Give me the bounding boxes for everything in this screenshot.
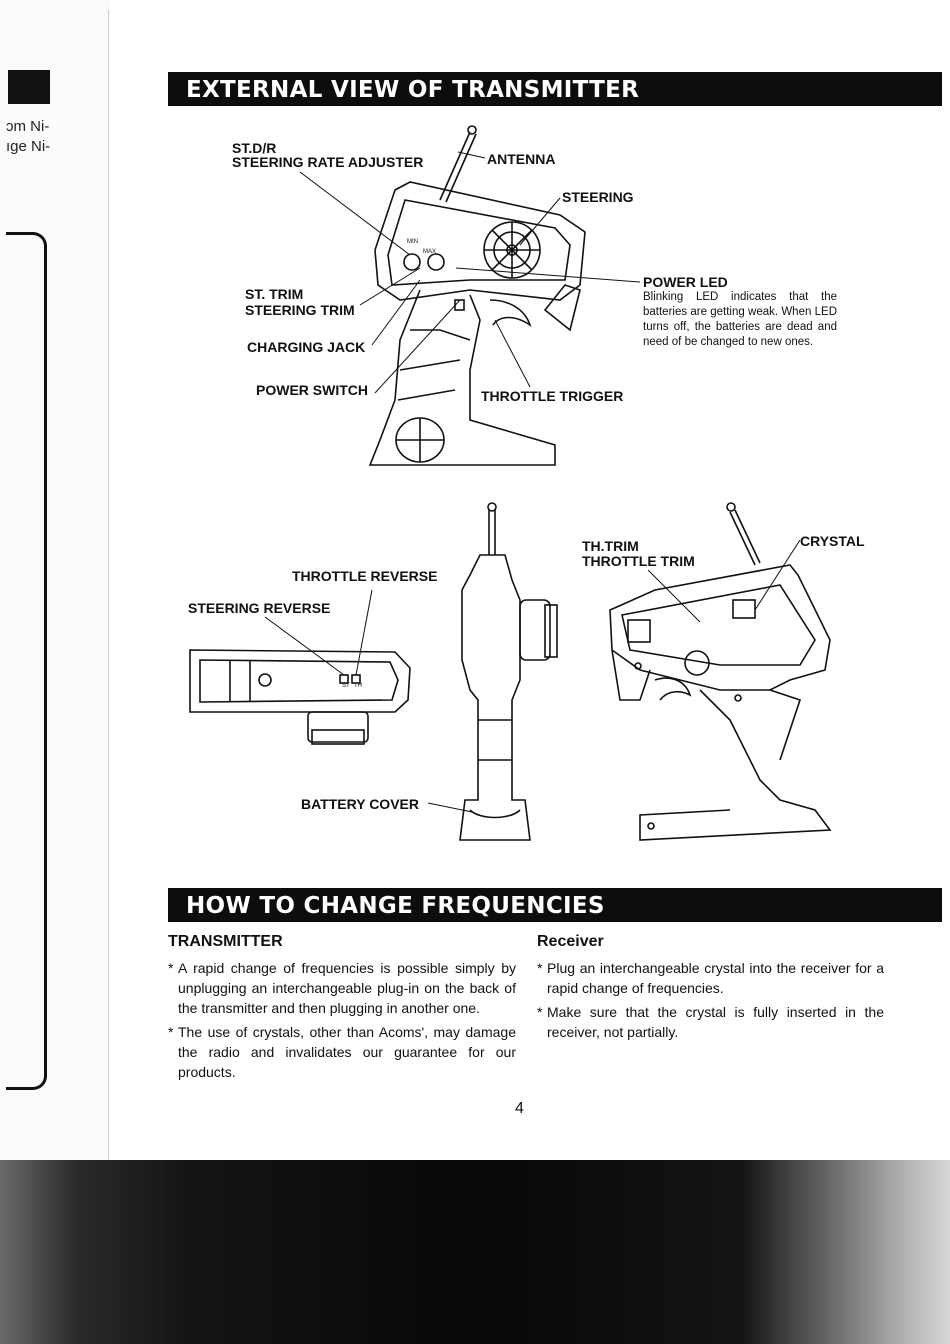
label-crystal: CRYSTAL <box>800 533 865 549</box>
label-switch-th: TH <box>354 683 362 689</box>
receiver-item-2: Make sure that the crystal is fully inse… <box>537 1002 884 1042</box>
transmitter-bottom-view-drawing <box>189 649 411 745</box>
label-throttle-reverse: THROTTLE REVERSE <box>292 568 438 584</box>
power-led-description: Blinking LED indicates that the batterie… <box>643 291 837 348</box>
label-throttle-trigger: THROTTLE TRIGGER <box>481 388 624 404</box>
label-power-led: POWER LED <box>643 274 728 290</box>
label-power-switch: POWER SWITCH <box>256 382 368 398</box>
label-th-trim: TH.TRIM <box>582 538 639 554</box>
tab-marker <box>8 70 50 104</box>
scan-background-photo <box>0 1160 950 1344</box>
label-st-trim: ST. TRIM <box>245 286 304 302</box>
receiver-heading: Receiver <box>537 933 604 950</box>
label-steering-trim: STEERING TRIM <box>245 302 355 318</box>
label-charging-jack: CHARGING JACK <box>247 339 366 355</box>
transmitter-diagrams <box>189 125 832 841</box>
label-dial-min: MIN <box>407 239 418 245</box>
transmitter-side-view-drawing <box>459 502 558 841</box>
transmitter-angled-view-drawing <box>609 502 832 841</box>
receiver-item-1: Plug an interchangeable crystal into the… <box>537 958 884 998</box>
transmitter-heading: TRANSMITTER <box>168 933 283 950</box>
margin-snippet-1: ɔm Ni- <box>6 118 50 135</box>
label-steering-rate-adjuster: STEERING RATE ADJUSTER <box>232 154 424 170</box>
leader-lines-bottom-left <box>264 589 473 813</box>
label-steering: STEERING <box>562 189 634 205</box>
margin-bracket <box>6 232 47 1090</box>
transmitter-item-1: A rapid change of frequencies is possibl… <box>168 958 516 1018</box>
receiver-list: Plug an interchangeable crystal into the… <box>537 958 884 1046</box>
leader-lines-bottom-right <box>647 539 801 623</box>
section-title-external-view: EXTERNAL VIEW OF TRANSMITTER <box>168 72 942 106</box>
transmitter-top-view-drawing <box>368 125 586 466</box>
label-dial-max: MAX <box>423 249 437 255</box>
page-number: 4 <box>515 1100 524 1117</box>
binding-margin <box>0 0 110 1160</box>
section-title-frequencies: HOW TO CHANGE FREQUENCIES <box>168 888 942 922</box>
transmitter-item-2: The use of crystals, other than Acoms', … <box>168 1022 516 1082</box>
margin-snippet-2: ıge Ni- <box>6 138 51 155</box>
label-battery-cover: BATTERY COVER <box>301 796 419 812</box>
label-steering-reverse: STEERING REVERSE <box>188 600 331 616</box>
label-st-dr: ST.D/R <box>232 140 277 156</box>
label-switch-st: ST <box>342 683 350 689</box>
label-antenna: ANTENNA <box>487 151 556 167</box>
transmitter-list: A rapid change of frequencies is possibl… <box>168 958 516 1086</box>
leader-lines-top <box>299 151 641 394</box>
label-throttle-trim: THROTTLE TRIM <box>582 553 695 569</box>
binding-line <box>108 10 109 1160</box>
